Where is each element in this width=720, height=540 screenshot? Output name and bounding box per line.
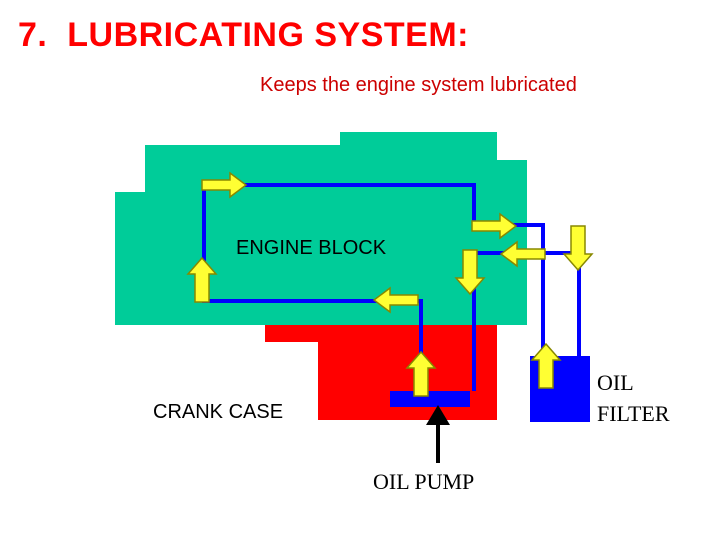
- slide-subtitle: Keeps the engine system lubricated: [260, 74, 577, 96]
- engine-block-label: ENGINE BLOCK: [236, 237, 387, 259]
- oil-pump-body: [390, 391, 470, 407]
- oil-filter-label-line2: FILTER: [597, 401, 670, 426]
- oil-pump-label: OIL PUMP: [373, 469, 474, 494]
- engine-block-shape: [115, 132, 527, 325]
- flow-arrow-down-icon: [563, 225, 593, 271]
- crank-case-label: CRANK CASE: [153, 401, 283, 423]
- pump-inlet-arrow-icon: [426, 405, 450, 463]
- slide-title: 7. LUBRICATING SYSTEM:: [18, 16, 469, 54]
- oil-filter-label-line1: OIL: [597, 370, 634, 395]
